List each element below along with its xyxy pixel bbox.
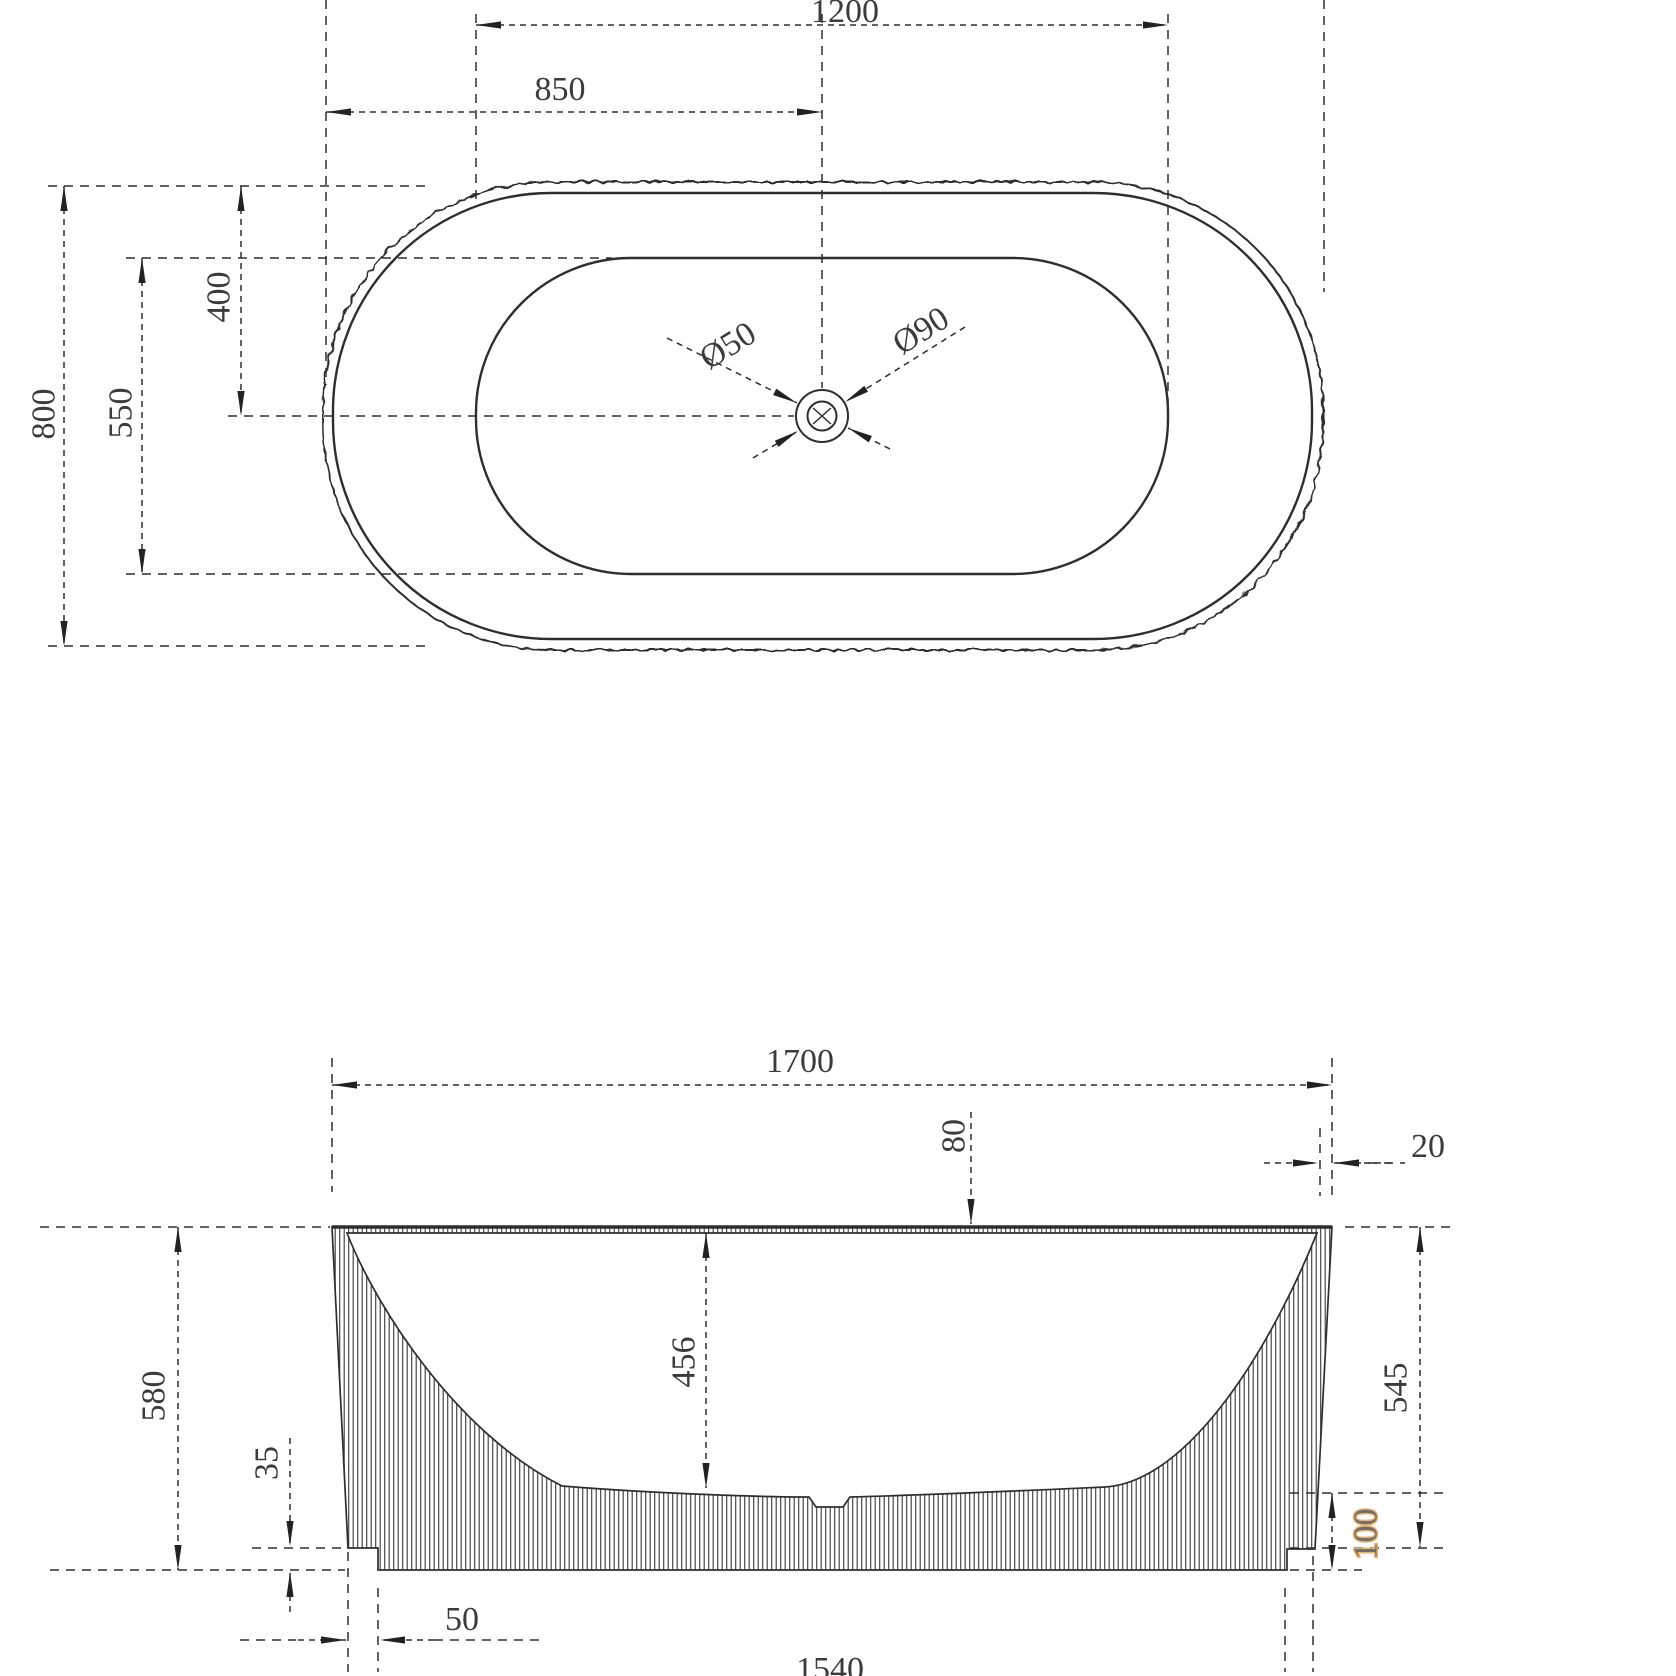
plan-extension-lines (48, 0, 1325, 647)
leader-drain-hole (666, 337, 798, 404)
dim-inner-depth-label: 456 (666, 1337, 703, 1388)
leader-drain-flange (844, 326, 966, 403)
dim-foot-inset-label: 50 (445, 1601, 479, 1638)
side-view: 1700 80 20 580 456 545 35 100 50 1540 (40, 1043, 1450, 1676)
dim-inner-width-label: 550 (103, 388, 140, 439)
drain (795, 389, 849, 443)
tub-section-body (331, 1226, 1333, 1571)
dim-overall-height-label: 580 (136, 1371, 173, 1422)
side-extension-lines (40, 1058, 1450, 1672)
dim-rim-width-label: 80 (936, 1119, 973, 1153)
leader-drain-hole-2 (847, 427, 891, 450)
dim-overall-length-label: 1700 (766, 1043, 834, 1080)
plan-view: 1200 850 800 550 400 Ø50 Ø90 (26, 0, 1325, 651)
dim-plinth-recess-label: 35 (249, 1446, 286, 1480)
drain-flange-circle (795, 389, 849, 443)
dim-base-length-label: 1540 (796, 1651, 864, 1676)
dim-overall-width-label: 800 (26, 389, 63, 440)
fluted-rim-edge (322, 181, 1324, 651)
dim-inner-length-label: 1200 (811, 0, 879, 30)
dim-width-to-drain-label: 400 (201, 272, 238, 323)
drain-hole-circle (806, 400, 838, 432)
plan-dimension-labels: 1200 850 800 550 400 Ø50 Ø90 (26, 0, 956, 440)
side-dimension-lines (174, 1081, 1424, 1644)
drain-grate-cross (812, 407, 832, 425)
dim-body-height-label: 545 (1378, 1363, 1415, 1414)
dim-length-to-drain-label: 850 (535, 71, 586, 108)
leader-drain-flange-2 (752, 430, 799, 459)
dim-drain-flange-label: Ø90 (886, 300, 955, 362)
dim-base-height-label: 100 (1348, 1509, 1385, 1560)
plan-dimension-lines (60, 21, 1168, 646)
side-dimension-labels: 1700 80 20 580 456 545 35 100 50 1540 (136, 1043, 1446, 1676)
dim-wall-thickness-label: 20 (1411, 1128, 1445, 1165)
